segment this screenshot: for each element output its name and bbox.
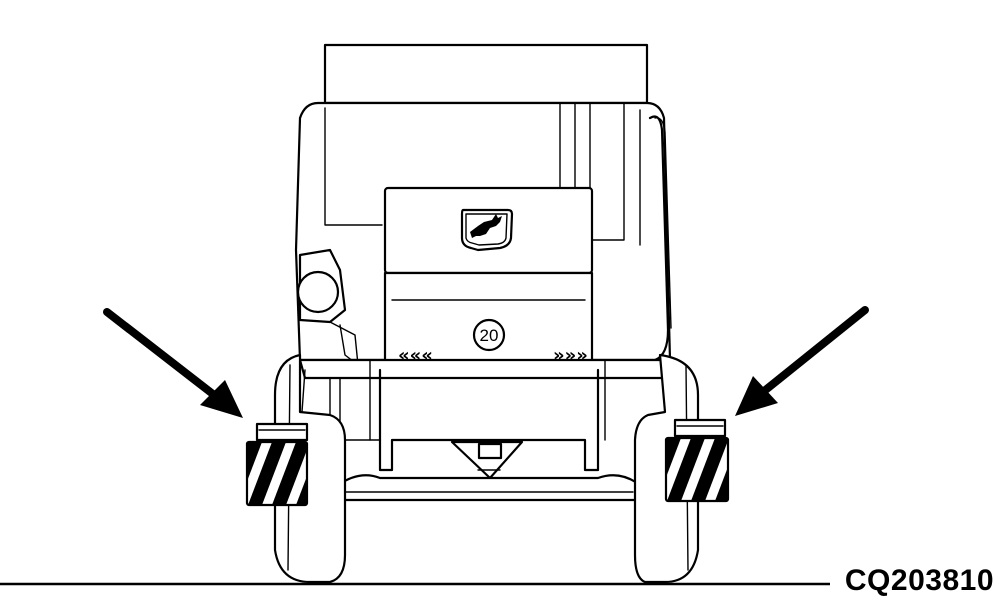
lower-frame [298, 358, 670, 502]
deer-logo-icon [460, 208, 514, 252]
left-lamp [296, 248, 359, 366]
central-panel [383, 186, 594, 275]
figure-code: CQ203810 [834, 564, 996, 598]
tailgate: 20 ««« »»» [383, 271, 594, 370]
top-bale-box [323, 43, 649, 105]
left-wheel [273, 353, 347, 584]
right-warning-panel [664, 418, 730, 503]
callout-number: 20 [480, 326, 499, 345]
arrow-left-icon [103, 308, 243, 418]
callout-circle [472, 318, 506, 352]
left-warning-panel [245, 422, 309, 507]
warning-stripe-panel [247, 442, 307, 505]
arrow-right-icon [735, 306, 869, 416]
